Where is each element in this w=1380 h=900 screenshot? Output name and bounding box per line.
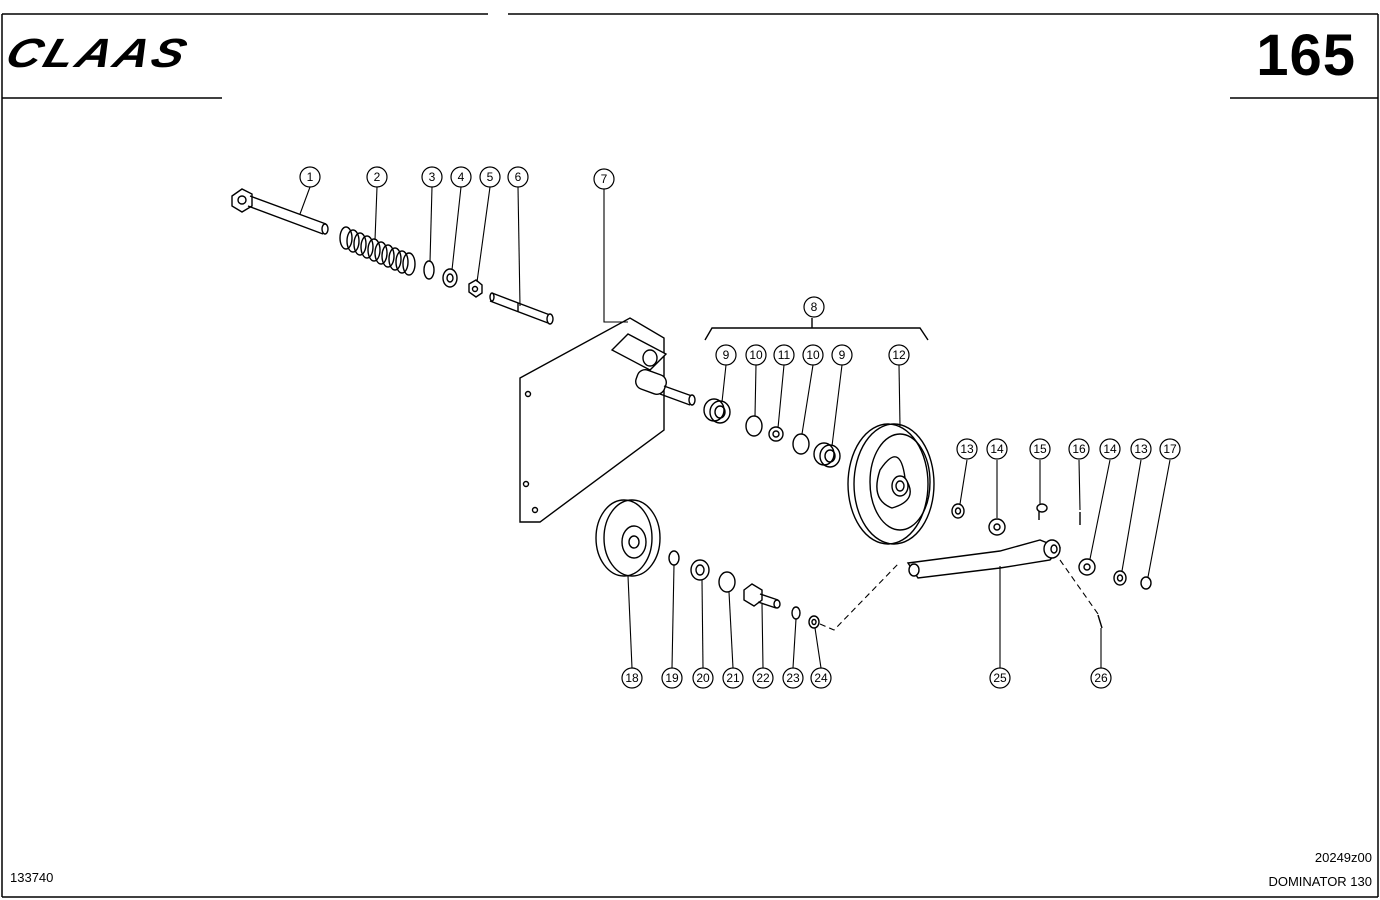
callouts: 1 2 3 4 5 6 7 8 9 10 11 10 9 12 13 14 15…: [299, 166, 1181, 689]
svg-text:1: 1: [307, 170, 314, 184]
callout-1: 1: [299, 166, 321, 188]
callout-5: 5: [479, 166, 501, 188]
clip-drawing: [1140, 576, 1152, 590]
washer-drawing: [791, 606, 801, 620]
svg-text:25: 25: [993, 671, 1007, 685]
callout-10: 10: [745, 344, 767, 366]
callout-17: 17: [1159, 438, 1181, 460]
svg-text:8: 8: [811, 300, 818, 314]
callout-25: 25: [989, 667, 1011, 689]
circlip-drawing: [745, 415, 763, 437]
callout-10b: 10: [802, 344, 824, 366]
reference-code: 20249z00: [1314, 850, 1372, 865]
split-pin-drawing: [1097, 614, 1103, 629]
grease-nipple-drawing: [1036, 503, 1048, 520]
drawing-code: 133740: [10, 870, 54, 885]
ring-drawing: [423, 260, 435, 280]
callout-24: 24: [810, 667, 832, 689]
svg-text:20: 20: [696, 671, 710, 685]
large-pulley-drawing: [847, 423, 935, 545]
leader-lines: [299, 186, 1171, 669]
callout-3: 3: [421, 166, 443, 188]
nut-drawing: [951, 503, 965, 519]
spring-drawing: [339, 226, 416, 276]
circlip-drawing: [718, 571, 736, 593]
callout-8: 8: [803, 296, 825, 318]
svg-text:3: 3: [429, 170, 436, 184]
lever-arm-drawing: [906, 539, 1062, 579]
bearing-drawing: [703, 398, 731, 424]
callout-6: 6: [507, 166, 529, 188]
svg-text:4: 4: [458, 170, 465, 184]
nut-drawing: [1113, 570, 1127, 586]
svg-text:10: 10: [749, 348, 763, 362]
bearing-drawing: [690, 559, 710, 581]
callout-16: 16: [1068, 438, 1090, 460]
callout-2: 2: [366, 166, 388, 188]
bushing-drawing: [1078, 558, 1096, 576]
svg-text:11: 11: [778, 348, 791, 362]
page-frame: [1, 13, 1379, 898]
callout-13b: 13: [1130, 438, 1152, 460]
washer-drawing: [442, 268, 458, 288]
svg-text:7: 7: [601, 172, 608, 186]
page-number: 165: [1256, 23, 1356, 88]
svg-text:9: 9: [839, 348, 846, 362]
svg-text:21: 21: [726, 671, 740, 685]
small-pulley-drawing: [595, 499, 661, 577]
svg-text:6: 6: [515, 170, 522, 184]
svg-text:22: 22: [756, 671, 770, 685]
svg-text:14: 14: [1103, 442, 1117, 456]
callout-9b: 9: [831, 344, 853, 366]
callout-26: 26: [1090, 667, 1112, 689]
svg-text:12: 12: [892, 348, 906, 362]
callout-21: 21: [722, 667, 744, 689]
callout-15: 15: [1029, 438, 1051, 460]
svg-text:2: 2: [374, 170, 381, 184]
callout-22: 22: [752, 667, 774, 689]
spacer-drawing: [768, 426, 784, 442]
callout-4: 4: [450, 166, 472, 188]
callout-23: 23: [782, 667, 804, 689]
svg-text:16: 16: [1072, 442, 1086, 456]
svg-text:19: 19: [665, 671, 679, 685]
svg-text:17: 17: [1163, 442, 1177, 456]
callout-18: 18: [621, 667, 643, 689]
assembly-lines: [819, 559, 1099, 631]
callout-19: 19: [661, 667, 683, 689]
nut-drawing: [468, 279, 483, 298]
svg-text:26: 26: [1094, 671, 1108, 685]
svg-text:9: 9: [723, 348, 730, 362]
callout-14: 14: [986, 438, 1008, 460]
svg-text:10: 10: [806, 348, 820, 362]
callout-12: 12: [888, 344, 910, 366]
callout-9: 9: [715, 344, 737, 366]
circlip-drawing: [792, 433, 810, 455]
svg-text:13: 13: [960, 442, 974, 456]
bushing-drawing: [988, 518, 1006, 536]
callout-7: 7: [593, 168, 615, 190]
bracket-plate-drawing: [519, 317, 696, 523]
callout-14b: 14: [1099, 438, 1121, 460]
bolt-drawing: [231, 188, 329, 235]
callout-20: 20: [692, 667, 714, 689]
pin-drawing: [489, 292, 554, 325]
svg-text:14: 14: [990, 442, 1004, 456]
svg-text:15: 15: [1033, 442, 1047, 456]
svg-text:5: 5: [487, 170, 494, 184]
assembly-brace: [704, 318, 929, 341]
callout-11: 11: [773, 344, 795, 366]
svg-text:24: 24: [814, 671, 828, 685]
nut-drawing: [808, 615, 820, 629]
svg-text:23: 23: [786, 671, 800, 685]
model-name: DOMINATOR 130: [1268, 874, 1372, 889]
bearing-drawing: [813, 442, 841, 468]
svg-text:13: 13: [1134, 442, 1148, 456]
callout-13: 13: [956, 438, 978, 460]
stud-drawing: [743, 583, 781, 609]
part-drawings: [231, 188, 1152, 629]
ring-drawing: [668, 550, 680, 566]
svg-text:18: 18: [625, 671, 639, 685]
